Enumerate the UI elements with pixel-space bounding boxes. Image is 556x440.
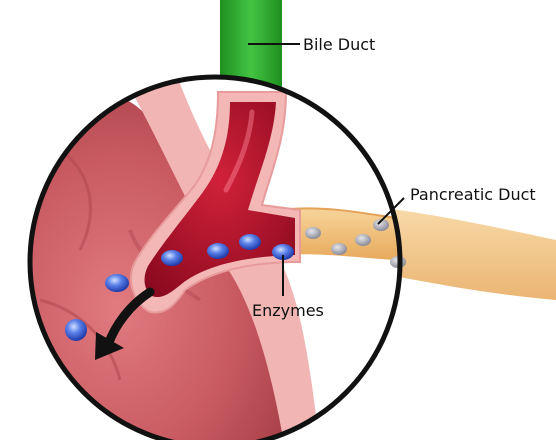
- enzyme-icon: [331, 243, 347, 255]
- bile-duct-label: Bile Duct: [303, 35, 375, 54]
- enzyme-icon: [65, 319, 87, 341]
- pancreatic-duct-label: Pancreatic Duct: [410, 185, 536, 204]
- enzyme-icon: [305, 227, 321, 239]
- enzyme-icon: [207, 243, 229, 259]
- enzyme-icon: [355, 234, 371, 246]
- enzyme-icon: [239, 234, 261, 250]
- enzymes-label: Enzymes: [252, 301, 324, 320]
- enzyme-icon: [105, 274, 129, 292]
- enzyme-icon: [161, 250, 183, 266]
